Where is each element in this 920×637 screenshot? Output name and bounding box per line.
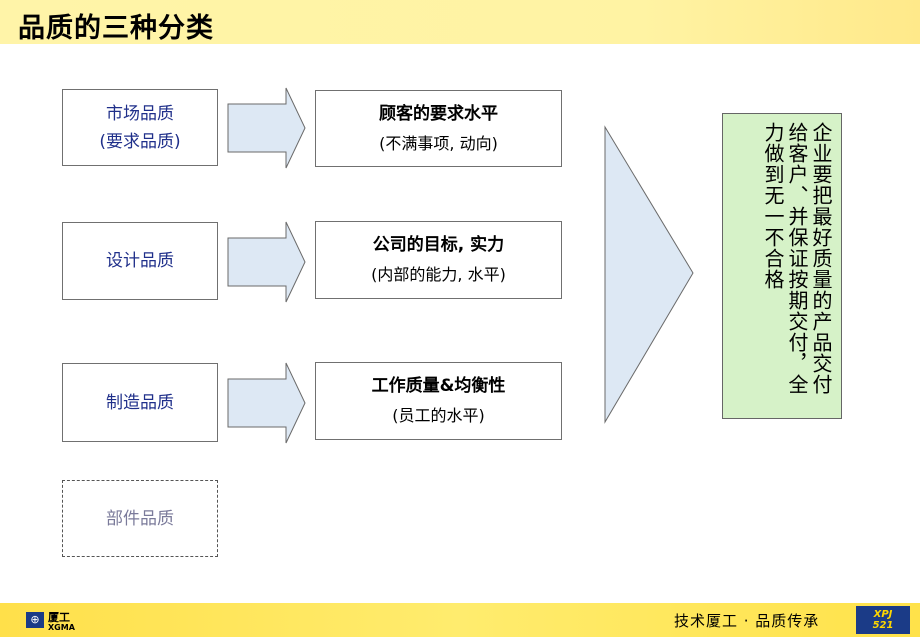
logo-text-en: XGMA [48,623,75,632]
target-title: 公司的目标, 实力 [372,235,505,255]
target-title: 顾客的要求水平 [379,103,498,124]
merge-triangle-icon [604,125,694,424]
logo-text-cn: 厦工 [48,611,70,624]
company-logo-icon: ⊕ [26,612,44,628]
page-title: 品质的三种分类 [18,13,214,44]
target-subtitle: (内部的能力, 水平) [371,265,506,284]
title-bar: 品质的三种分类 [0,0,920,44]
source-box-manufacturing: 制造品质 [62,363,218,442]
footer-slogan: 技术厦工 · 品质传承 [674,612,820,630]
target-title: 工作质量&均衡性 [371,376,506,396]
result-text: 企业要把最好质量的产品交付给客户、并保证按期交付，全力做到无一不合格 [761,122,833,395]
target-subtitle: (员工的水平) [392,406,485,425]
arrow-icon [227,87,306,169]
target-subtitle: (不满事项, 动向) [379,133,498,153]
footer-bar: ⊕ 厦工 XGMA 技术厦工 · 品质传承 XPJ 521 [0,603,920,637]
source-label: 制造品质 [106,392,174,413]
target-box-company: 公司的目标, 实力 (内部的能力, 水平) [315,221,562,299]
source-box-design: 设计品质 [62,222,218,300]
xpj-badge-icon: XPJ 521 [856,606,910,634]
arrow-icon [227,362,306,444]
source-label: 部件品质 [106,508,174,529]
arrow-icon [227,221,306,303]
badge-top: XPJ [873,609,893,620]
result-box: 企业要把最好质量的产品交付给客户、并保证按期交付，全力做到无一不合格 [722,113,842,419]
badge-bottom: 521 [872,620,894,631]
source-box-market: 市场品质 (要求品质) [62,89,218,166]
target-box-work: 工作质量&均衡性 (员工的水平) [315,362,562,440]
source-box-parts: 部件品质 [62,480,218,557]
source-label: 设计品质 [106,251,174,271]
source-label: 市场品质 [106,103,174,124]
source-sublabel: (要求品质) [99,131,181,152]
target-box-customer: 顾客的要求水平 (不满事项, 动向) [315,90,562,167]
